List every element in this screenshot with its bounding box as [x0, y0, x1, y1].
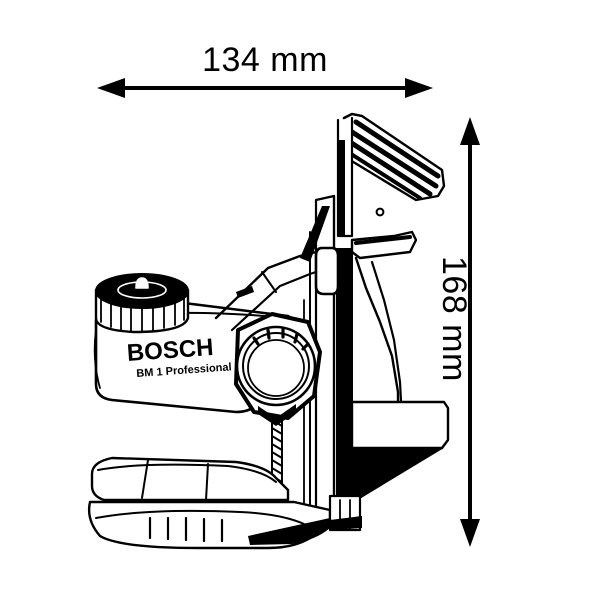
height-dimension-label: 168 mm	[435, 256, 473, 382]
clamp-arm	[336, 112, 446, 422]
shelf-bracket	[350, 400, 450, 501]
height-dimension-arrow	[460, 117, 480, 547]
rotary-knob	[234, 312, 322, 420]
product-illustration	[87, 112, 450, 550]
width-dimension-arrow	[97, 78, 433, 98]
base-foot	[87, 456, 362, 550]
knurled-cap	[94, 273, 190, 334]
width-dimension-label: 134 mm	[202, 41, 328, 79]
